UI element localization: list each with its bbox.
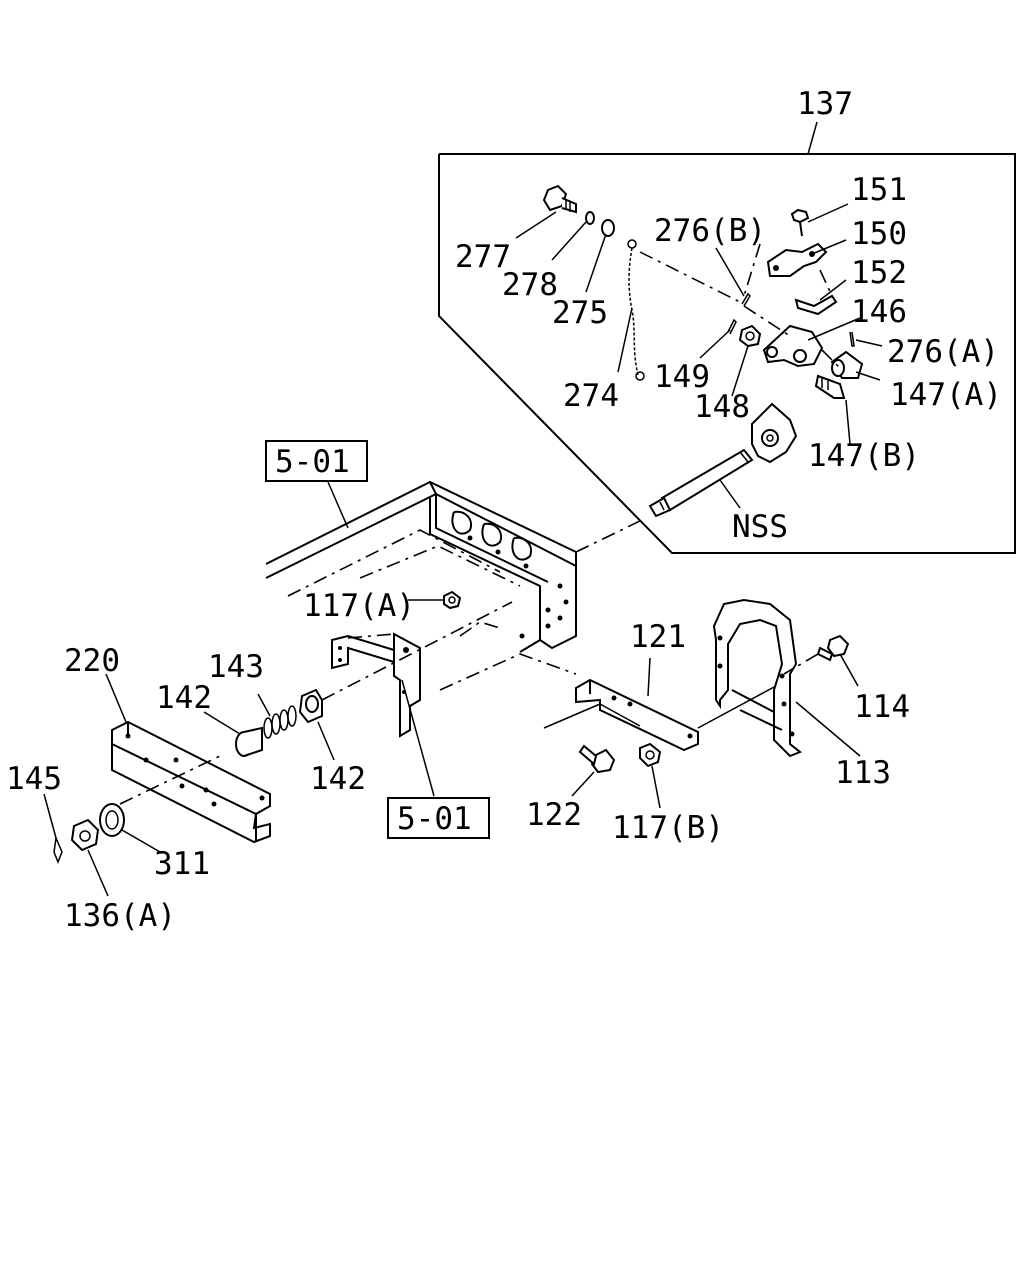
- label-113: 113: [835, 755, 891, 791]
- guide-line-147: [821, 349, 841, 369]
- bush-142-left: [235, 726, 263, 757]
- guide-line-146: [743, 305, 791, 337]
- label-nss: NSS: [732, 509, 788, 545]
- guide-line-bracket: [119, 755, 221, 805]
- callout-box-137: [438, 121, 1016, 554]
- washer-278: [585, 211, 595, 225]
- washer-275: [601, 219, 615, 237]
- label-137: 137: [797, 86, 853, 122]
- label-136a: 136(A): [64, 898, 176, 934]
- label-147b: 147(B): [808, 438, 920, 474]
- label-276a: 276(A): [887, 334, 999, 370]
- label-145: 145: [6, 761, 62, 797]
- cotter-276a: [849, 331, 855, 347]
- label-146: 146: [851, 294, 907, 330]
- label-121: 121: [630, 619, 686, 655]
- label-220: 220: [64, 643, 120, 679]
- bolt-122: [578, 744, 616, 774]
- label-143: 143: [208, 649, 264, 685]
- ref-box-upper[interactable]: 5-01: [265, 440, 368, 482]
- label-151: 151: [851, 172, 907, 208]
- guide-line-bush: [321, 601, 513, 701]
- label-311: 311: [154, 846, 210, 882]
- guide-line-114: [783, 653, 819, 675]
- label-117a: 117(A): [303, 588, 415, 624]
- lower-bracket: [331, 632, 421, 738]
- label-277: 277: [455, 239, 511, 275]
- nut-148: [738, 324, 762, 348]
- guide-line-150: [743, 243, 761, 297]
- bracket-121: [575, 678, 699, 752]
- cotter-pin-145: [53, 835, 63, 865]
- nut-117a: [443, 590, 462, 610]
- lever-146: [762, 324, 824, 368]
- bolt-114: [816, 634, 850, 662]
- bracket-113: [712, 598, 802, 758]
- bolt-277: [542, 184, 577, 214]
- label-114: 114: [854, 689, 910, 725]
- label-276b: 276(B): [654, 213, 766, 249]
- label-117b: 117(B): [612, 810, 724, 846]
- guide-line-152: [819, 269, 833, 297]
- pin-147a: [830, 350, 864, 379]
- leader-lines: [43, 203, 883, 897]
- bolt-151: [790, 208, 810, 237]
- label-122: 122: [526, 797, 582, 833]
- cotter-149: [727, 318, 737, 335]
- label-274: 274: [563, 378, 619, 414]
- bracket-220: [111, 720, 271, 844]
- frame-assembly: [265, 480, 643, 691]
- label-149: 149: [654, 359, 710, 395]
- cotter-276b: [741, 292, 751, 307]
- washer-311: [99, 803, 125, 837]
- bolt-147b: [814, 374, 846, 399]
- clip-152: [794, 294, 838, 316]
- spring-143: [263, 705, 297, 739]
- clamp-150: [766, 242, 828, 277]
- guide-line-121: [543, 703, 601, 729]
- label-278: 278: [502, 267, 558, 303]
- label-275: 275: [552, 295, 608, 331]
- label-150: 150: [851, 216, 907, 252]
- guide-line-121b: [599, 703, 641, 727]
- nut-117b: [639, 742, 662, 768]
- shift-rod-nss: [648, 402, 798, 518]
- ref-box-lower[interactable]: 5-01: [387, 797, 490, 839]
- ref-label-lower: 5-01: [397, 801, 472, 837]
- label-142-bottom: 142: [310, 761, 366, 797]
- label-142-top: 142: [156, 680, 212, 716]
- bush-142-right: [298, 688, 323, 724]
- guide-line-121c: [697, 685, 777, 729]
- ref-label-upper: 5-01: [275, 444, 350, 480]
- label-148: 148: [694, 389, 750, 425]
- label-147a: 147(A): [890, 377, 1002, 413]
- nut-136a: [70, 818, 100, 852]
- label-152: 152: [851, 255, 907, 291]
